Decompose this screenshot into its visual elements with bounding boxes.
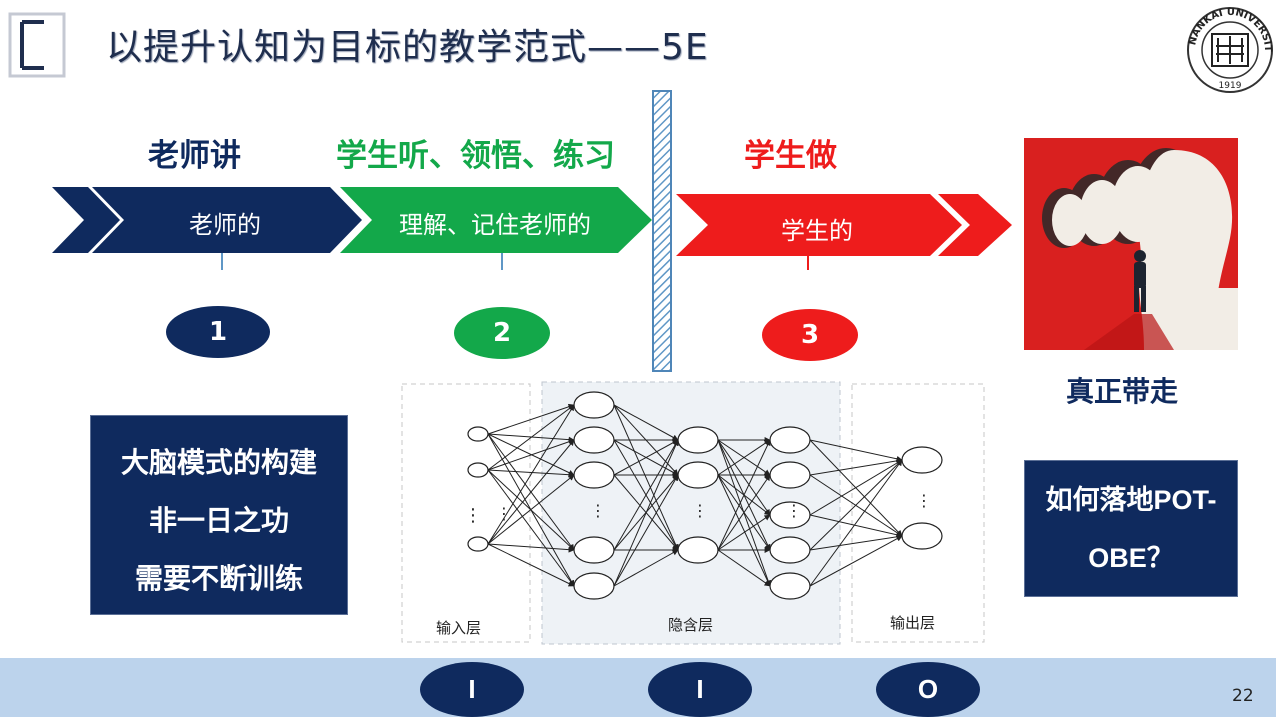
green-arrow-shape <box>340 187 652 253</box>
stage-3-number: 3 <box>762 309 858 361</box>
bottom-band <box>0 658 1276 717</box>
hidden3-node <box>769 501 811 529</box>
network-edge <box>717 514 771 551</box>
stage-1-arrow-label: 老师的 <box>189 211 261 239</box>
left-info-box: 大脑模式的构建 非一日之功 需要不断训练 <box>90 415 348 615</box>
network-edge <box>613 439 679 476</box>
hidden1-node <box>573 391 615 419</box>
input-node <box>467 536 489 552</box>
network-edge <box>809 457 903 476</box>
right-box-line-1: 如何落地POT- <box>1045 485 1217 515</box>
hidden2-node <box>677 426 719 454</box>
network-edge <box>717 439 771 476</box>
left-box-line-2: 非一日之功 <box>148 504 289 537</box>
stage-3-arrow-label: 学生的 <box>781 217 853 245</box>
network-edge <box>809 459 903 551</box>
output-node <box>901 446 943 474</box>
university-logo: NANKAI UNIVERSITY 1919 <box>1181 0 1274 94</box>
silhouette-illustration <box>1024 138 1238 350</box>
hidden2-node <box>677 461 719 489</box>
network-edge <box>613 439 679 551</box>
right-box-line-2: OBE？ <box>1088 543 1174 573</box>
bottom-pill-output: O <box>876 662 980 717</box>
hidden3-node <box>769 461 811 489</box>
input-node <box>467 426 489 442</box>
network-edge <box>487 543 575 587</box>
network-edge <box>809 439 903 462</box>
network-edge <box>487 404 575 471</box>
hidden3-node <box>769 536 811 564</box>
hidden1-node <box>573 426 615 454</box>
hidden1-node <box>573 572 615 600</box>
image-caption: 真正带走 <box>1066 375 1179 408</box>
network-dots-3: ⋮ <box>692 501 708 520</box>
network-edge <box>487 439 575 545</box>
stage-1-number: 1 <box>166 306 270 358</box>
network-edge <box>717 439 771 516</box>
page-number: 22 <box>1232 686 1254 706</box>
network-edge <box>613 439 679 587</box>
network-edge <box>809 514 903 538</box>
stage-arrows <box>52 187 1012 270</box>
stage-1-heading: 老师讲 <box>148 138 241 174</box>
left-box-line-3: 需要不断训练 <box>134 562 303 595</box>
output-layer-label: 输出层 <box>890 614 936 632</box>
network-edge <box>613 549 679 587</box>
network-dots-5: ⋮ <box>916 491 932 510</box>
network-edge <box>717 439 771 551</box>
logo-year: 1919 <box>1219 81 1242 91</box>
red-chevron-icon <box>938 194 1012 256</box>
network-edge <box>809 459 903 516</box>
network-edge <box>487 469 575 587</box>
network-edge <box>487 543 575 553</box>
network-edge <box>613 474 679 587</box>
stage-2-arrow-label: 理解、记住老师的 <box>399 211 591 239</box>
bottom-pill-input: I <box>420 662 524 717</box>
hidden3-node <box>769 426 811 454</box>
network-edge <box>717 549 771 587</box>
network-dots-input: ⋮ <box>464 505 482 526</box>
bottom-pill-hidden: I <box>648 662 752 717</box>
network-edge <box>717 474 771 587</box>
hidden-layer-label: 隐含层 <box>668 616 714 634</box>
network-edge <box>809 533 903 551</box>
red-arrow-shape <box>676 194 962 256</box>
network-edge <box>717 474 771 551</box>
network-edge <box>487 403 575 435</box>
hatched-divider <box>652 90 672 372</box>
network-edge <box>613 404 679 551</box>
input-layer-label: 输入层 <box>436 619 482 637</box>
input-node <box>467 462 489 478</box>
stage-2-number: 2 <box>454 307 550 359</box>
hidden1-node <box>573 536 615 564</box>
hidden1-node <box>573 461 615 489</box>
network-dots-1: ⋮ <box>496 504 512 523</box>
navy-chevron-icon <box>52 187 120 253</box>
network-edge <box>487 474 575 545</box>
navy-arrow-shape <box>92 187 362 253</box>
neural-network-diagram: ⋮ ⋮ ⋮ ⋮ ⋮ ⋮ <box>401 381 985 645</box>
right-info-box: 如何落地POT- OBE？ <box>1024 460 1238 597</box>
network-edge <box>487 404 575 545</box>
network-dots-4: ⋮ <box>786 501 802 520</box>
hidden3-node <box>769 572 811 600</box>
network-dots-2: ⋮ <box>590 501 606 520</box>
page-title: 以提升认知为目标的教学范式——5E <box>106 27 709 68</box>
network-edge <box>613 404 679 441</box>
hidden2-node <box>677 536 719 564</box>
network-edge <box>487 469 575 478</box>
stage-3-heading: 学生做 <box>744 138 837 174</box>
title-bracket-icon <box>8 12 66 78</box>
stage-2-heading: 学生听、领悟、练习 <box>336 138 615 174</box>
network-edge <box>809 535 903 587</box>
network-edge <box>809 459 903 587</box>
left-box-line-1: 大脑模式的构建 <box>120 446 317 479</box>
output-node <box>901 522 943 550</box>
network-edge <box>487 438 575 471</box>
